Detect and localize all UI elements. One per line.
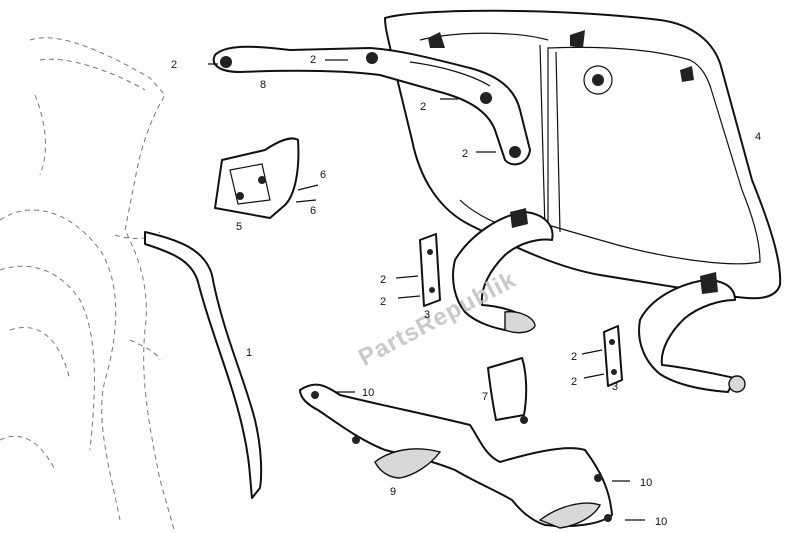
- cover-part-7: [487, 357, 528, 424]
- top-rail-part-8: [212, 45, 531, 166]
- label-part-2: 2: [171, 59, 177, 71]
- grab-handle-left: [452, 208, 554, 334]
- label-part-10: 10: [640, 477, 652, 489]
- label-part-2: 2: [420, 101, 426, 113]
- label-part-7: 7: [482, 391, 488, 403]
- label-part-3: 3: [612, 381, 618, 393]
- label-part-2: 2: [310, 54, 316, 66]
- label-part-9: 9: [390, 486, 396, 498]
- plate-part-3-b: [603, 325, 623, 387]
- label-part-2: 2: [571, 351, 577, 363]
- label-part-2: 2: [380, 296, 386, 308]
- rubber-strip-part-1: [144, 231, 263, 499]
- storage-box-part-4: [384, 9, 782, 300]
- label-part-2: 2: [571, 376, 577, 388]
- screws: [208, 59, 645, 521]
- label-part-3: 3: [424, 309, 430, 321]
- lower-panel-part-9: [299, 383, 613, 529]
- label-part-8: 8: [260, 79, 266, 91]
- grab-handle-right: [638, 272, 746, 393]
- label-part-1: 1: [246, 347, 252, 359]
- label-part-5: 5: [236, 221, 242, 233]
- label-part-2: 2: [462, 148, 468, 160]
- bracket-part-5: [214, 137, 300, 219]
- label-part-6: 6: [320, 169, 326, 181]
- label-part-6: 6: [310, 205, 316, 217]
- label-part-4: 4: [755, 131, 761, 143]
- label-part-10: 10: [655, 516, 667, 528]
- label-part-10: 10: [362, 387, 374, 399]
- label-part-2: 2: [380, 274, 386, 286]
- plate-part-3-a: [419, 233, 441, 307]
- body-outline-dashed: [0, 37, 176, 533]
